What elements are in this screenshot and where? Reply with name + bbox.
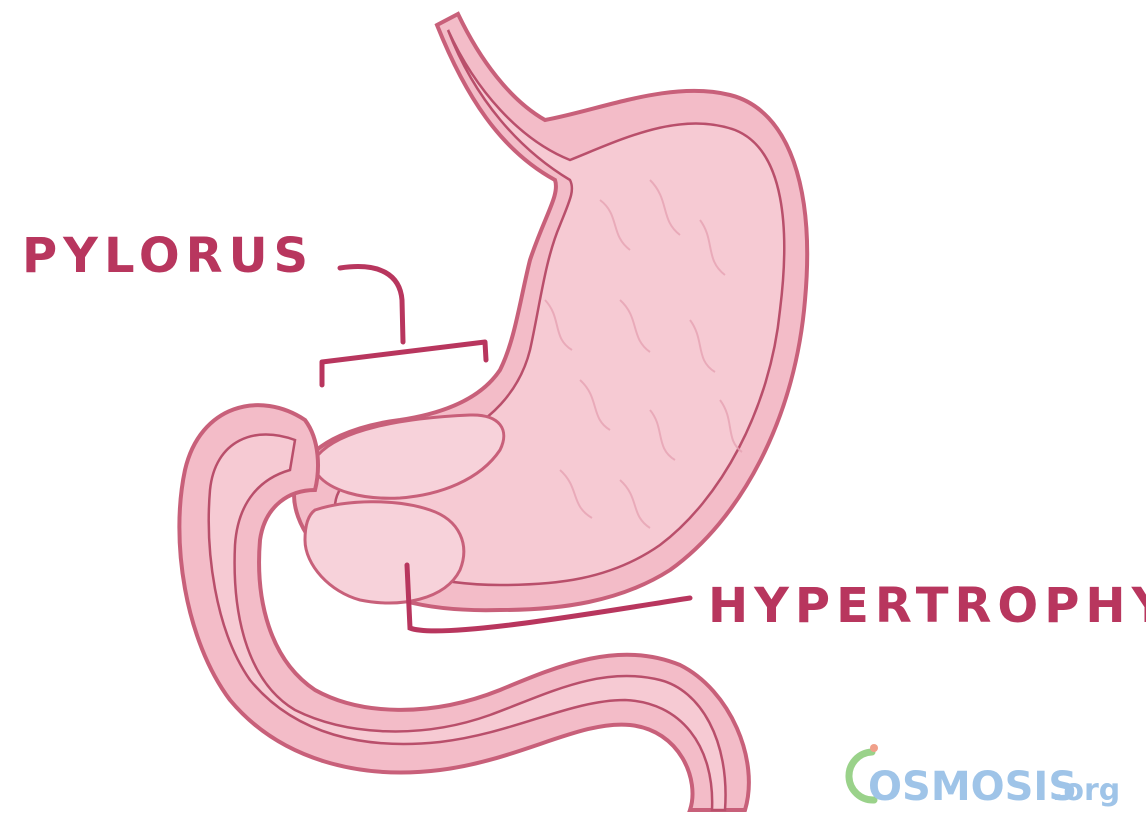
watermark-brand: OSMOSIS [868, 764, 1077, 810]
osmosis-watermark: OSMOSIS .org [849, 744, 1120, 810]
pylorus-pointer-line [340, 267, 403, 342]
watermark-domain: .org [1052, 773, 1120, 808]
watermark-dot-icon [870, 744, 878, 752]
hypertrophy-label: HYPERTROPHY [708, 578, 1146, 634]
pylorus-label: PYLORUS [22, 228, 314, 284]
pylorus-bracket [322, 342, 486, 385]
pylorus-lower-bulge [305, 502, 464, 603]
